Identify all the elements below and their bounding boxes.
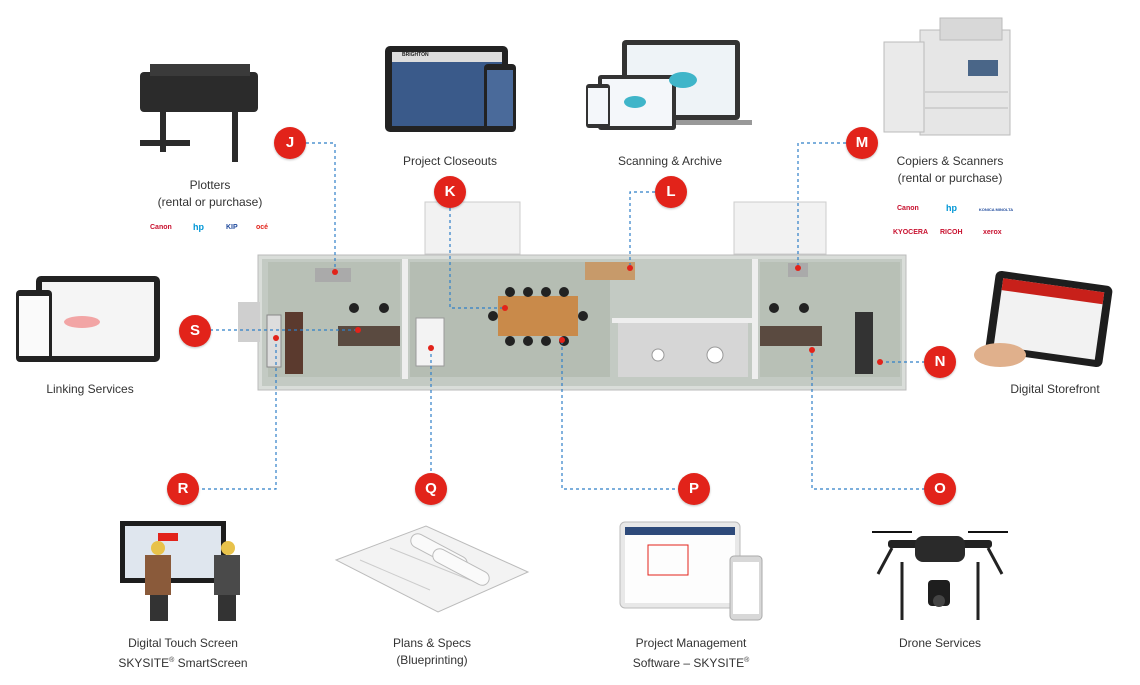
badge-m: M [846,127,878,159]
brand-canon-plotter: Canon [150,224,172,231]
brand-konica-copier: KONICA MINOLTA [978,207,1014,212]
copiers-title: Copiers & Scanners [896,154,1004,168]
plans-subtitle: (Blueprinting) [396,653,468,667]
brand-kyocera-copier: KYOCERA [893,229,929,236]
registered-mark: ® [169,657,175,664]
tablet-brand-text: BRIGHTON [402,52,429,58]
brand-xerox-copier: xerox [983,229,1002,236]
plotters-subtitle: (rental or purchase) [157,195,263,209]
drone-label: Drone Services [898,636,982,650]
copiers-subtitle: (rental or purchase) [897,171,1003,185]
smartscreen-image [120,521,240,621]
badge-q: Q [415,473,447,505]
storefront-tablet-image [974,270,1113,368]
badge-o: O [924,473,956,505]
plotters-title: Plotters [189,178,231,192]
smartscreen-title: Digital Touch Screen [128,636,238,650]
badge-l: L [655,176,687,208]
badge-p: P [678,473,710,505]
badge-n: N [924,346,956,378]
plans-label: Plans & Specs (Blueprinting) [352,635,512,669]
conference-table [498,296,578,336]
connector-lines [196,142,925,490]
plotter-image [140,64,258,162]
brand-kip-plotter: KIP [226,224,238,231]
badge-j: J [274,127,306,159]
office-floorplan [238,201,907,391]
brand-ricoh-copier: RICOH [940,229,963,236]
brand-hp-copier: hp [946,203,957,213]
plotters-label: Plotters (rental or purchase) [130,177,290,211]
brand-hp-plotter: hp [193,222,204,232]
brand-canon-copier: Canon [897,205,919,212]
blueprints-image [334,525,530,613]
pm-title: Project Management [635,636,747,650]
drone-image [872,531,1008,620]
scanning-devices-image [586,40,752,130]
pm-registered-mark: ® [744,657,750,664]
badge-k: K [434,176,466,208]
project-management-devices-image [619,521,763,621]
storefront-label: Digital Storefront [1010,382,1100,396]
pm-label: Project Management Software – SKYSITE® [606,635,776,672]
copiers-label: Copiers & Scanners (rental or purchase) [870,153,1030,187]
smartscreen-subtitle: SKYSITE® SmartScreen [100,652,266,672]
closeouts-devices-image [385,46,516,132]
badge-s: S [179,315,211,347]
closeouts-label: Project Closeouts [402,154,498,168]
smartscreen-product: SKYSITE [118,656,170,670]
smartscreen-label: Digital Touch Screen SKYSITE® SmartScree… [100,635,266,672]
pm-subtitle-text: Software – SKYSITE [632,656,745,670]
linking-label: Linking Services [46,382,134,396]
pm-subtitle: Software – SKYSITE® [606,652,776,672]
badge-r: R [167,473,199,505]
brand-oce-plotter: océ [256,224,269,231]
copier-image [883,17,1011,136]
scanning-label: Scanning & Archive [617,154,723,168]
linking-devices-image [16,276,160,362]
smartscreen-suffix: SmartScreen [174,656,248,670]
plans-title: Plans & Specs [392,636,472,650]
